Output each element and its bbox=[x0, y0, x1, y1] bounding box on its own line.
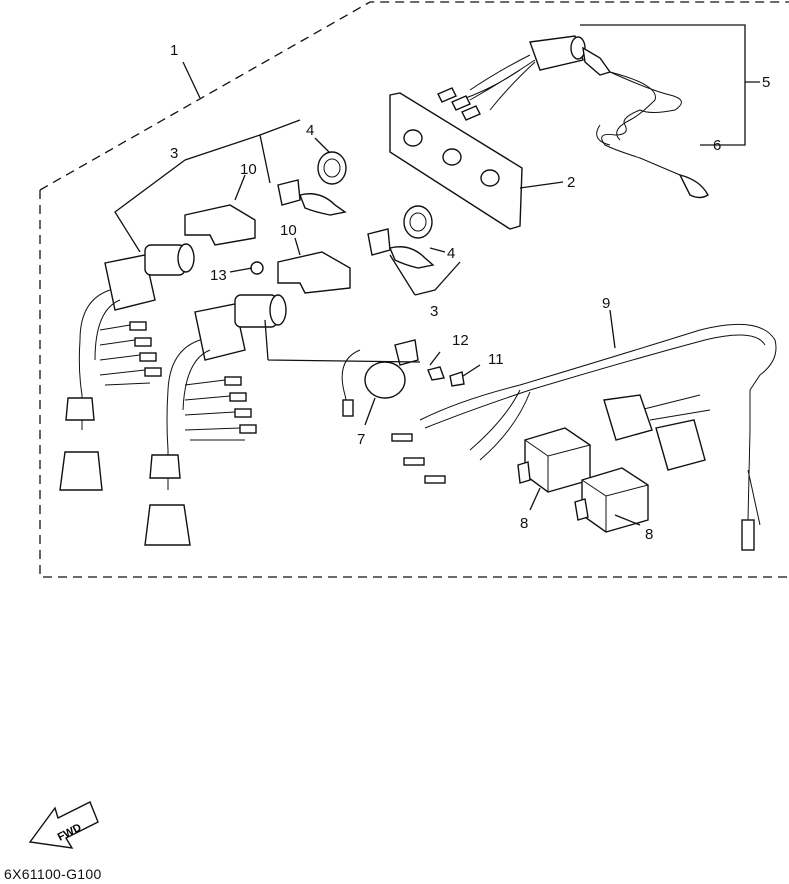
relay-part-left bbox=[517, 427, 591, 493]
assembly-boundary bbox=[39, 1, 789, 578]
callout-3-upper: 3 bbox=[170, 145, 178, 162]
stop-switch-part bbox=[437, 35, 709, 199]
callout-2: 2 bbox=[567, 174, 575, 191]
cap-part-lower bbox=[403, 205, 433, 239]
callout-8-right: 8 bbox=[645, 526, 653, 543]
drawing-code: 6X61100-G100 bbox=[4, 866, 102, 882]
fwd-arrow-icon: FWD bbox=[28, 801, 99, 849]
callout-12: 12 bbox=[452, 332, 469, 349]
callout-1: 1 bbox=[170, 42, 178, 59]
leader-lines bbox=[114, 24, 760, 526]
relay-part-right bbox=[574, 467, 649, 533]
callout-labels: 1 2 3 4 5 6 3 10 10 4 13 12 11 7 9 8 8 bbox=[170, 42, 770, 543]
callout-4-upper: 4 bbox=[306, 122, 314, 139]
upper-bracket-part bbox=[184, 179, 347, 246]
cap-part-upper bbox=[317, 151, 347, 185]
callout-13: 13 bbox=[210, 267, 227, 284]
callout-7: 7 bbox=[357, 431, 365, 448]
callout-5: 5 bbox=[762, 74, 770, 91]
callout-11: 11 bbox=[488, 351, 504, 368]
callout-10-lower: 10 bbox=[280, 222, 297, 239]
lower-bracket-part bbox=[250, 228, 435, 294]
wire-harness-part bbox=[391, 323, 777, 551]
callout-10-upper: 10 bbox=[240, 161, 257, 178]
switch-part-7 bbox=[341, 339, 465, 417]
callout-3-lower: 3 bbox=[430, 303, 438, 320]
upper-key-switch-part bbox=[59, 243, 195, 491]
callout-4-lower: 4 bbox=[447, 245, 455, 262]
lower-key-switch-part bbox=[144, 294, 287, 546]
callout-8-left: 8 bbox=[520, 515, 528, 532]
control-panel-part bbox=[389, 92, 523, 230]
callout-9: 9 bbox=[602, 295, 610, 312]
callout-6: 6 bbox=[713, 137, 721, 154]
